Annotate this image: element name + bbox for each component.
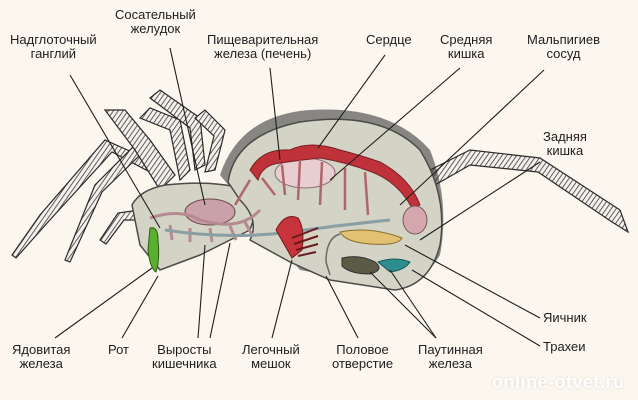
label-tracheae: Трахеи	[543, 339, 586, 354]
label-heart: Сердце	[366, 32, 412, 47]
label-mouth: Рот	[108, 342, 129, 357]
label-silk-gland: Паутинная железа	[418, 342, 483, 371]
silk-gland-shape	[341, 256, 380, 275]
label-midgut: Средняя кишка	[440, 32, 493, 61]
label-malpighian-vessel: Мальпигиев сосуд	[527, 32, 601, 61]
digestive-gland-branches	[233, 159, 370, 216]
label-digestive-gland: Пищеварительная железа (печень)	[207, 32, 319, 61]
label-gut-outgrowths: Выросты кишечника	[152, 342, 217, 371]
watermark: online-otvet.ru	[492, 372, 625, 392]
label-sucking-stomach: Сосательный желудок	[115, 7, 196, 36]
lung-sac-shape	[275, 216, 319, 259]
spider-legs	[11, 89, 630, 263]
leg-right	[429, 149, 630, 234]
label-venom-gland: Ядовитая железа	[12, 342, 71, 371]
label-supraesophageal-ganglion: Надглоточный ганглий	[10, 32, 97, 61]
oviduct	[325, 233, 341, 276]
leg-left-1	[11, 139, 151, 259]
ovary-shape	[339, 229, 403, 245]
hindgut-pouch	[402, 205, 428, 235]
tracheae-shape	[377, 258, 411, 273]
internal-organs	[147, 144, 428, 276]
leg-top-2	[194, 109, 226, 173]
leader-lines	[54, 47, 545, 347]
label-genital-opening: Половое отверстие	[332, 342, 394, 371]
label-lung-sac: Легочный мешок	[242, 342, 300, 371]
venom-gland-shape	[147, 227, 160, 273]
label-ovary: Яичник	[543, 310, 587, 325]
label-hindgut: Задняя кишка	[543, 129, 587, 158]
